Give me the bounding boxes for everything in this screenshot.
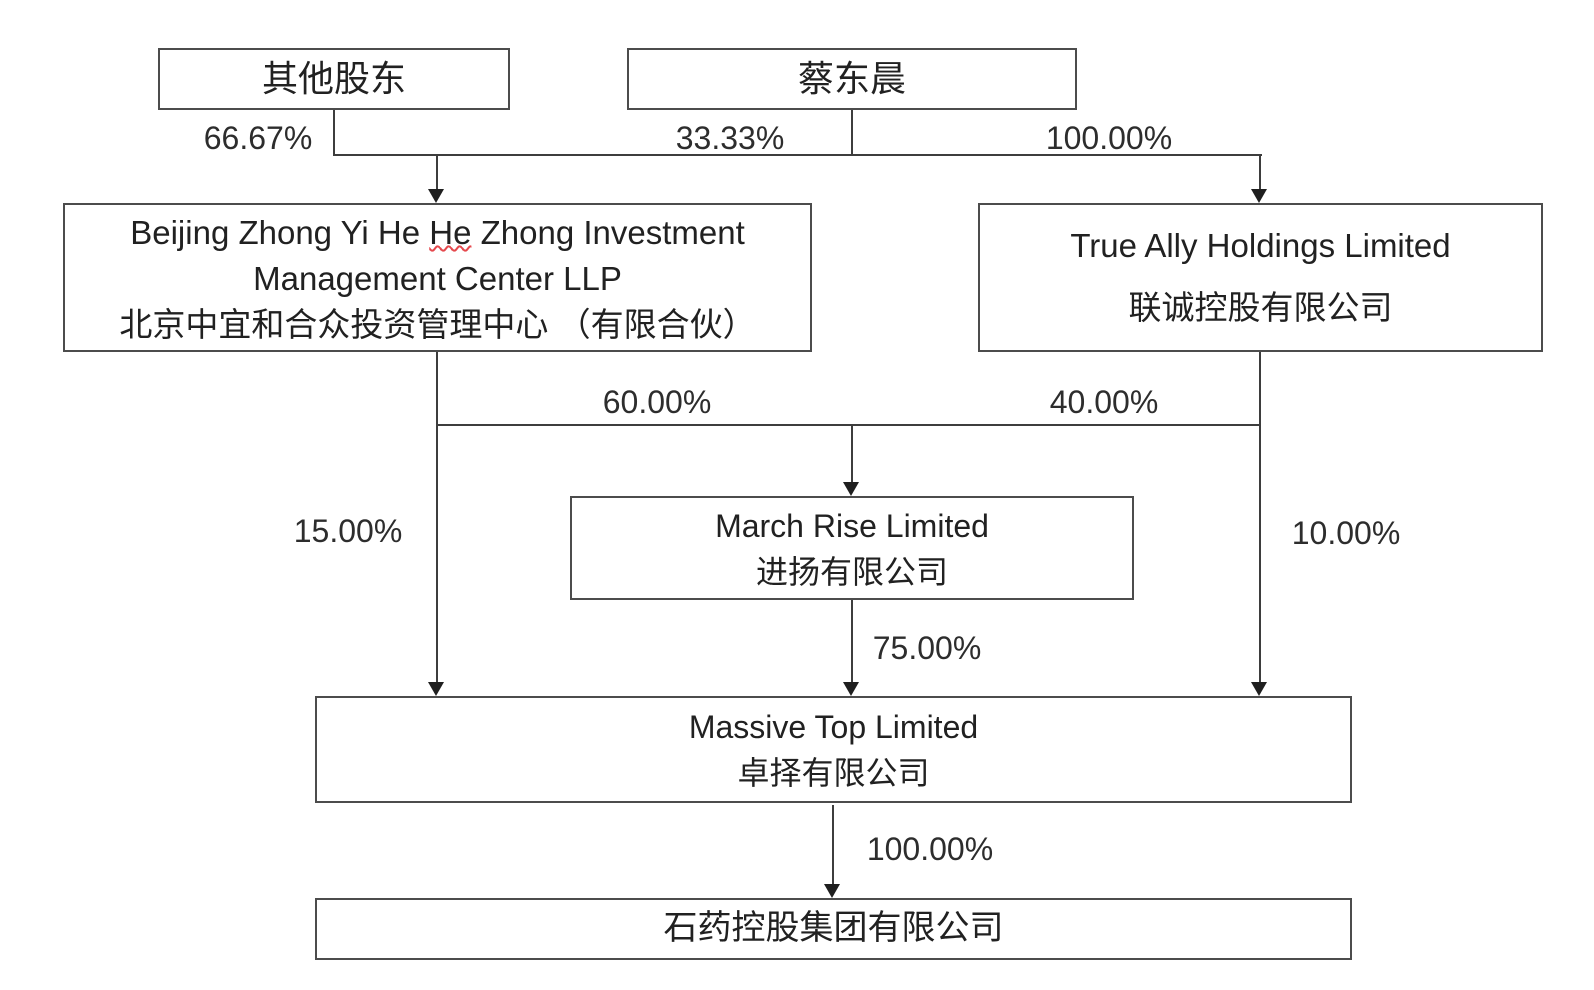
node-label: 蔡东晨: [797, 58, 906, 99]
ownership-label-33-33: 33.33%: [675, 120, 785, 156]
arrow-down-icon: [824, 884, 840, 898]
connector-massive-top-to-cspc: [832, 805, 834, 886]
node-beijing-zhongyi-investment: Beijing Zhong Yi He He Zhong Investment …: [63, 203, 812, 352]
node-other-shareholders: 其他股东: [158, 48, 510, 110]
ownership-label-100-bottom: 100.00%: [866, 831, 994, 867]
connector-into-true-ally: [1259, 154, 1261, 190]
arrow-down-icon: [428, 682, 444, 696]
node-label-zh: 进扬有限公司: [755, 554, 948, 590]
node-label: 其他股东: [261, 58, 406, 99]
connector-beijing-to-massive-top: [436, 352, 438, 684]
arrow-down-icon: [843, 682, 859, 696]
ownership-label-75: 75.00%: [872, 630, 982, 666]
ownership-label-10: 10.00%: [1291, 515, 1401, 551]
arrow-down-icon: [428, 189, 444, 203]
spellchecked-word: He: [429, 214, 472, 251]
label-text-suffix: Zhong Investment: [471, 214, 745, 251]
connector-march-rise-to-massive-top: [851, 600, 853, 684]
node-label-en-line1: Beijing Zhong Yi He He Zhong Investment: [65, 210, 810, 256]
ownership-label-66-67: 66.67%: [203, 120, 313, 156]
node-cai-dongchen: 蔡东晨: [627, 48, 1077, 110]
connector-true-ally-to-massive-top: [1259, 352, 1261, 684]
node-label-en: True Ally Holdings Limited: [1070, 227, 1451, 264]
node-label: 石药控股集团有限公司: [663, 909, 1004, 947]
arrow-down-icon: [843, 482, 859, 496]
ownership-label-60: 60.00%: [602, 384, 712, 420]
node-label-zh: 北京中宜和合众投资管理中心 （有限合伙）: [119, 306, 756, 343]
node-cspc-holdings-group: 石药控股集团有限公司: [315, 898, 1352, 960]
arrow-down-icon: [1251, 189, 1267, 203]
connector-top-horizontal: [333, 154, 1262, 156]
connector-mid-horizontal: [436, 424, 1261, 426]
label-text-prefix: Beijing Zhong Yi He: [130, 214, 430, 251]
ownership-label-40: 40.00%: [1049, 384, 1159, 420]
node-label-zh: 联诚控股有限公司: [1128, 289, 1393, 326]
node-label-en: Massive Top Limited: [688, 709, 979, 745]
node-label-zh: 卓择有限公司: [737, 755, 930, 791]
node-true-ally-holdings: True Ally Holdings Limited 联诚控股有限公司: [978, 203, 1543, 352]
connector-into-beijing: [436, 154, 438, 190]
connector-other-shareholders-drop: [333, 110, 335, 156]
ownership-label-15: 15.00%: [293, 513, 403, 549]
connector-cai-dongchen-drop: [851, 110, 853, 156]
node-label-en-line2: Management Center LLP: [253, 260, 622, 297]
ownership-label-100-top: 100.00%: [1045, 120, 1173, 156]
connector-into-march-rise: [851, 424, 853, 484]
node-march-rise-limited: March Rise Limited 进扬有限公司: [570, 496, 1134, 600]
node-massive-top-limited: Massive Top Limited 卓择有限公司: [315, 696, 1352, 803]
arrow-down-icon: [1251, 682, 1267, 696]
node-label-en: March Rise Limited: [715, 508, 989, 544]
